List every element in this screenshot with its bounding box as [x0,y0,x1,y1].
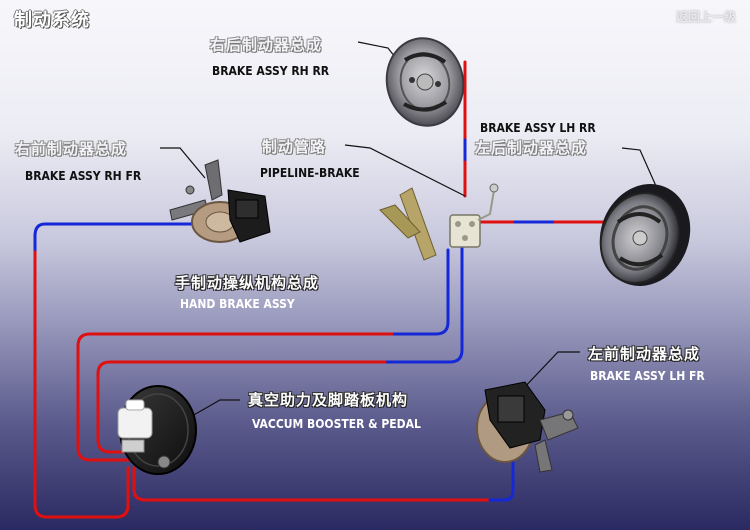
label-brake-lh-rr-cn: 左后制动器总成 [475,139,588,157]
label-pipeline-en: PIPELINE-BRAKE [260,166,360,180]
pipe-valve-to-booster-red [96,360,387,454]
label-brake-rh-fr-en: BRAKE ASSY RH FR [25,169,142,183]
pipe-rh-fr-blue [33,222,197,254]
leader-lh-rr [621,147,661,196]
label-brake-lh-fr-en: BRAKE ASSY LH FR [590,369,705,383]
label-brake-lh-rr-en: BRAKE ASSY LH RR [480,121,596,135]
pipe-lh-fr-blue [488,453,515,502]
brake-lh-rr-image [599,184,691,286]
brake-rh-fr-image [169,159,271,243]
page-title: 制动系统 [14,10,90,31]
pipe-lh-fr-red [132,466,492,502]
leader-pipeline [344,144,466,197]
label-pipeline-cn: 制动管路 [262,138,327,156]
brake-rh-rr-image [385,37,465,127]
back-link[interactable]: 返回上一级 [676,10,737,24]
label-brake-rh-rr-en: BRAKE ASSY RH RR [212,64,330,78]
label-brake-rh-fr-cn: 右前制动器总成 [15,140,128,158]
pipe-valve-to-booster-blue [383,243,464,364]
label-hand-brake-en: HAND BRAKE ASSY [180,297,295,311]
leader-booster [184,399,240,421]
label-booster-en: VACCUM BOOSTER & PEDAL [252,417,421,431]
pipe-valve-loop-red [76,332,394,462]
pipeline-brake-image [379,183,499,261]
brake-pipes [33,60,610,519]
brake-lh-fr-image [476,381,579,473]
pipe-valve-loop-blue [390,248,450,336]
label-booster-cn: 真空助力及脚踏板机构 [248,391,409,409]
label-brake-rh-rr-cn: 右后制动器总成 [210,36,323,54]
booster-pedal-image [117,385,197,475]
leader-rh-fr [160,147,206,179]
leader-lh-fr [519,351,580,393]
label-hand-brake-cn: 手制动操纵机构总成 [175,274,320,292]
label-brake-lh-fr-cn: 左前制动器总成 [588,345,701,363]
pipe-rh-fr-red [33,250,130,519]
